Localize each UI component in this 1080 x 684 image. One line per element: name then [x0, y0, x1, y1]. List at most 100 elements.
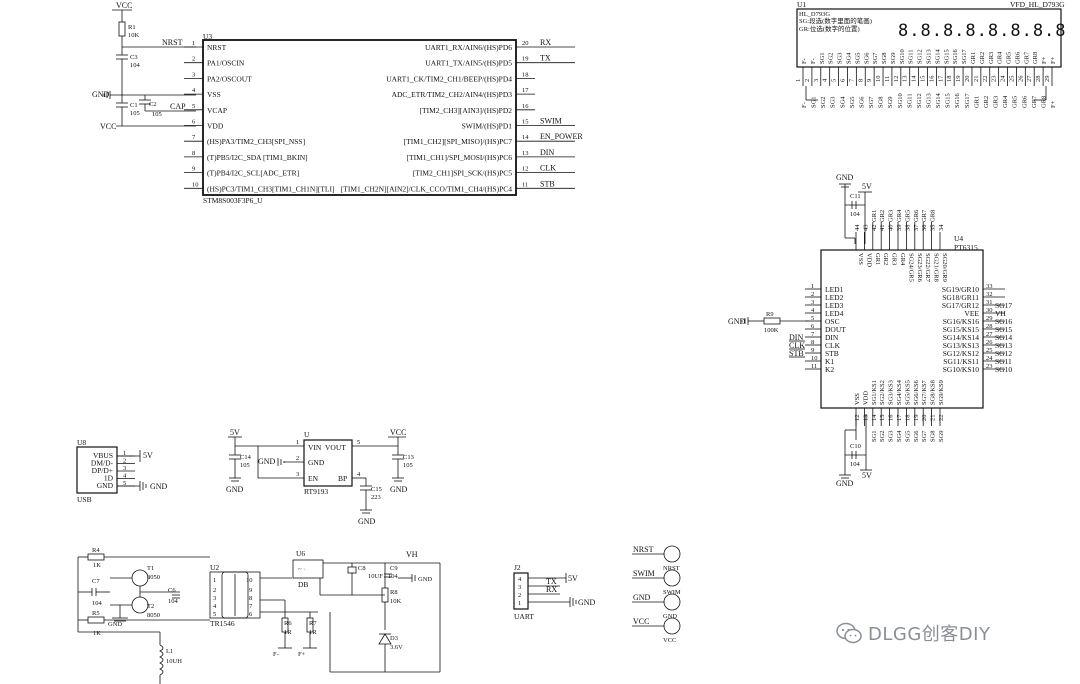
testpoint-circle[interactable]	[663, 545, 681, 563]
driver-top-num: 39	[896, 225, 903, 232]
u2-ref: U2	[210, 563, 219, 572]
r1-value: 10K	[128, 32, 140, 39]
vh-label: VH	[406, 550, 418, 559]
testpoint-net: GND	[633, 593, 651, 602]
driver-right-pin: SG17/GR12	[942, 301, 979, 310]
vfd-pin-name: SG13	[926, 49, 933, 64]
driver-right-pin: SG14/KS14	[943, 333, 980, 342]
driver-left-num: 2	[811, 291, 814, 298]
u2-pin4: 4	[213, 603, 217, 610]
driver-left-pin: DOUT	[825, 325, 846, 334]
driver-left-pin: K1	[825, 357, 834, 366]
driver-top-net: GR2	[879, 210, 886, 222]
vfd-pin-name: SG8	[881, 52, 888, 64]
gnd-label-mcu: GND	[92, 90, 110, 99]
vfd-line3: GR:位选(数字的位置)	[799, 24, 860, 33]
driver-top-net: GR1	[871, 210, 878, 222]
c8-ref: C8	[358, 565, 366, 572]
mcu-pin-num: 19	[522, 56, 529, 63]
testpoint-circle[interactable]	[663, 617, 681, 635]
mcu-net-label: CLK	[540, 164, 556, 173]
vfd-pin-name: SG5	[854, 52, 861, 64]
driver-bottom-net: SG9	[938, 430, 945, 442]
vfd-net-label: SG9	[887, 96, 894, 108]
mcu-pin-num: 10	[192, 181, 199, 188]
driver-bottom-pin: SG8/KS8	[930, 380, 937, 405]
vfd-net-label: F-	[801, 102, 808, 108]
c6-ref: C6	[168, 587, 176, 594]
vfd-line1: HL_D793G	[799, 11, 830, 18]
vfd-pin-name: GR2	[979, 52, 986, 64]
driver-bottom-pin: VDD	[862, 391, 869, 405]
driver-top-num: 41	[879, 225, 886, 232]
driver-left-net: STB	[789, 349, 804, 358]
vfd-net-label: GR8	[1040, 96, 1047, 108]
c15-value: 223	[371, 494, 381, 501]
driver-top-pin: SG20/GR9	[941, 253, 948, 282]
driver-top-pin: SG22/GR7	[924, 253, 931, 283]
l1-ref: L1	[166, 648, 173, 655]
vfd-net-label: SG16	[954, 92, 961, 108]
usb-pin-name: GND	[97, 481, 114, 490]
driver-top-net: GR3	[888, 210, 895, 222]
driver-bottom-net: SG8	[930, 430, 937, 442]
driver-top-num: 36	[921, 224, 928, 231]
vfd-pin-num: 28	[1035, 76, 1042, 83]
mcu-pin-name: UART1_RX/AIN6/(HS)PD6	[425, 43, 512, 52]
vfd-pin-name: F-	[810, 58, 817, 64]
vfd-pin-num: 20	[964, 76, 971, 83]
driver-right-num: 24	[986, 355, 993, 362]
driver-bottom-pin: SG3/KS3	[888, 380, 895, 405]
r7-value: 1R	[309, 629, 317, 636]
driver-right-net: SG14	[995, 333, 1012, 342]
vfd-pin-name: SG1	[819, 52, 826, 64]
mcu-pin-num: 9	[192, 166, 195, 173]
ldo-gnd-bottom: GND	[358, 517, 376, 526]
driver-top-pin: VSS	[857, 253, 864, 265]
vfd-net-label: F+	[1050, 100, 1057, 108]
driver-left-num: 8	[811, 339, 814, 346]
driver-left-pin: K2	[825, 365, 834, 374]
vfd-pin-num: 10	[875, 76, 882, 83]
driver-right-net: SG11	[995, 357, 1012, 366]
driver-bottom-num: 22	[938, 415, 945, 422]
c1-ref: C1	[130, 102, 138, 109]
vfd-net-label: SG13	[926, 93, 933, 108]
nrst-net-label: NRST	[162, 38, 183, 47]
u2-pin6: 6	[249, 611, 253, 618]
vfd-pin-num: 9	[866, 79, 873, 82]
driver-5v-top: 5V	[862, 182, 872, 191]
vfd-pin-name: SG11	[908, 49, 915, 64]
driver-top-num: 34	[938, 224, 945, 231]
mcu-pin-name: UART1_TX/AIN5/(HS)PD5	[425, 59, 512, 68]
c10-value: 104	[850, 461, 861, 468]
u2-part: TR1546	[210, 619, 235, 628]
driver-top-num: 43	[862, 225, 869, 232]
ldo-gnd-right: GND	[390, 485, 408, 494]
vfd-pin-num: 26	[1017, 75, 1024, 82]
vfd-pin-name: GR3	[988, 52, 995, 64]
c14-value: 105	[240, 462, 250, 469]
db-label: DB	[298, 580, 308, 589]
mcu-pin-num: 8	[192, 150, 195, 157]
c7-ref: C7	[92, 578, 100, 585]
mcu-pin-name: [TIM2_CH3][AIN3]/(HS)PD2	[420, 106, 513, 115]
driver-bottom-num: 12	[854, 415, 861, 422]
vfd-net-label: SG6	[858, 96, 865, 108]
driver-top-num: 38	[904, 225, 911, 232]
driver-right-pin: SG18/GR11	[942, 293, 979, 302]
driver-bottom-pin: SG5/KS5	[904, 380, 911, 405]
vfd-net-label: SG12	[916, 93, 923, 108]
vfd-pin-num: 5	[831, 79, 838, 82]
usb-pin-name: DP/D+	[92, 466, 113, 475]
ldo-pin4: 4	[357, 471, 361, 478]
boost-block: R4 1K R5 1K C7 104 T1 8050 T2 8050 GND C…	[77, 547, 441, 684]
mcu-pin-num: 20	[522, 40, 529, 47]
testpoint-circle[interactable]	[663, 569, 681, 587]
mcu-pin-name: VCAP	[207, 106, 227, 115]
c2-value: 105	[152, 111, 162, 118]
driver-left-num: 5	[811, 315, 814, 322]
testpoint-circle[interactable]	[663, 593, 681, 611]
vfd-net-label: GR7	[1031, 95, 1038, 108]
